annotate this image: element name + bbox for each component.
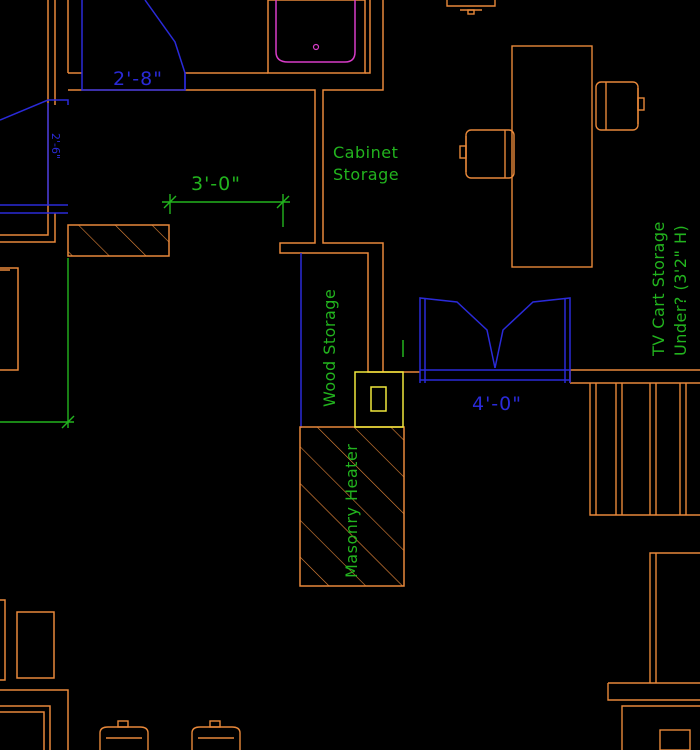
cabinets-right: [589, 383, 700, 750]
hatched-counter: [67, 224, 170, 257]
label-tv-cart-1: TV Cart Storage: [649, 221, 668, 357]
dimension-3ft: 3'-0": [191, 173, 241, 195]
heater-flue: [354, 371, 404, 428]
dimension-lines: [0, 194, 290, 429]
label-tv-cart-2: Under? (3'2" H): [671, 225, 690, 356]
label-cabinet: Cabinet: [333, 143, 398, 162]
label-masonry-heater: Masonry Heater: [342, 444, 361, 578]
label-wood-storage: Wood Storage: [320, 289, 339, 407]
dimension-double-door: 4'-0": [472, 393, 522, 415]
dining-table: [446, 0, 645, 268]
bottom-chairs: [99, 720, 241, 750]
bathtub: [267, 0, 366, 74]
masonry-heater-block: [299, 426, 405, 587]
dimension-door-top: 2'-8": [113, 68, 163, 90]
doors: [0, 0, 571, 428]
dimension-side: 2'-6": [49, 133, 62, 159]
label-storage: Storage: [333, 165, 399, 184]
